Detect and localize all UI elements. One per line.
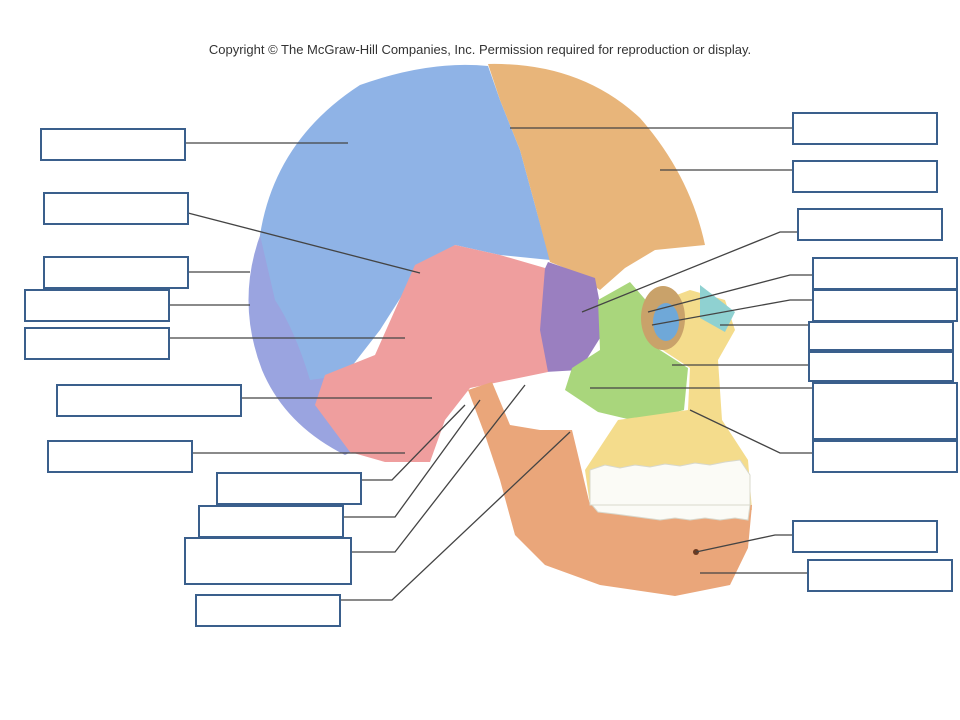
label-box-left-10[interactable] [184,537,352,585]
label-box-left-5[interactable] [24,327,170,360]
label-box-right-8[interactable] [812,382,958,440]
label-box-left-11[interactable] [195,594,341,627]
zygomatic-bone [565,282,688,422]
label-box-right-2[interactable] [792,160,938,193]
upper-teeth [589,459,751,506]
label-box-left-6[interactable] [56,384,242,417]
label-box-left-9[interactable] [198,505,344,538]
label-box-left-8[interactable] [216,472,362,505]
label-box-right-7[interactable] [808,351,954,382]
label-box-right-9[interactable] [812,440,958,473]
label-box-right-5[interactable] [812,289,958,322]
temporal-bone [315,245,548,462]
mandible-bone [468,382,752,596]
lower-teeth [590,504,751,521]
label-box-left-7[interactable] [47,440,193,473]
label-box-right-1[interactable] [792,112,938,145]
sphenoid-bone [528,262,605,372]
label-box-right-11[interactable] [807,559,953,592]
label-box-left-1[interactable] [40,128,186,161]
label-box-left-4[interactable] [24,289,170,322]
maxilla-bone [585,290,752,510]
frontal-bone [488,63,705,291]
copyright-notice: Copyright © The McGraw-Hill Companies, I… [208,42,752,57]
label-box-right-6[interactable] [808,321,954,351]
label-box-right-4[interactable] [812,257,958,290]
label-box-right-10[interactable] [792,520,938,553]
leader-lines [170,127,812,601]
label-box-right-3[interactable] [797,208,943,241]
label-box-left-3[interactable] [43,256,189,289]
label-box-left-2[interactable] [43,192,189,225]
